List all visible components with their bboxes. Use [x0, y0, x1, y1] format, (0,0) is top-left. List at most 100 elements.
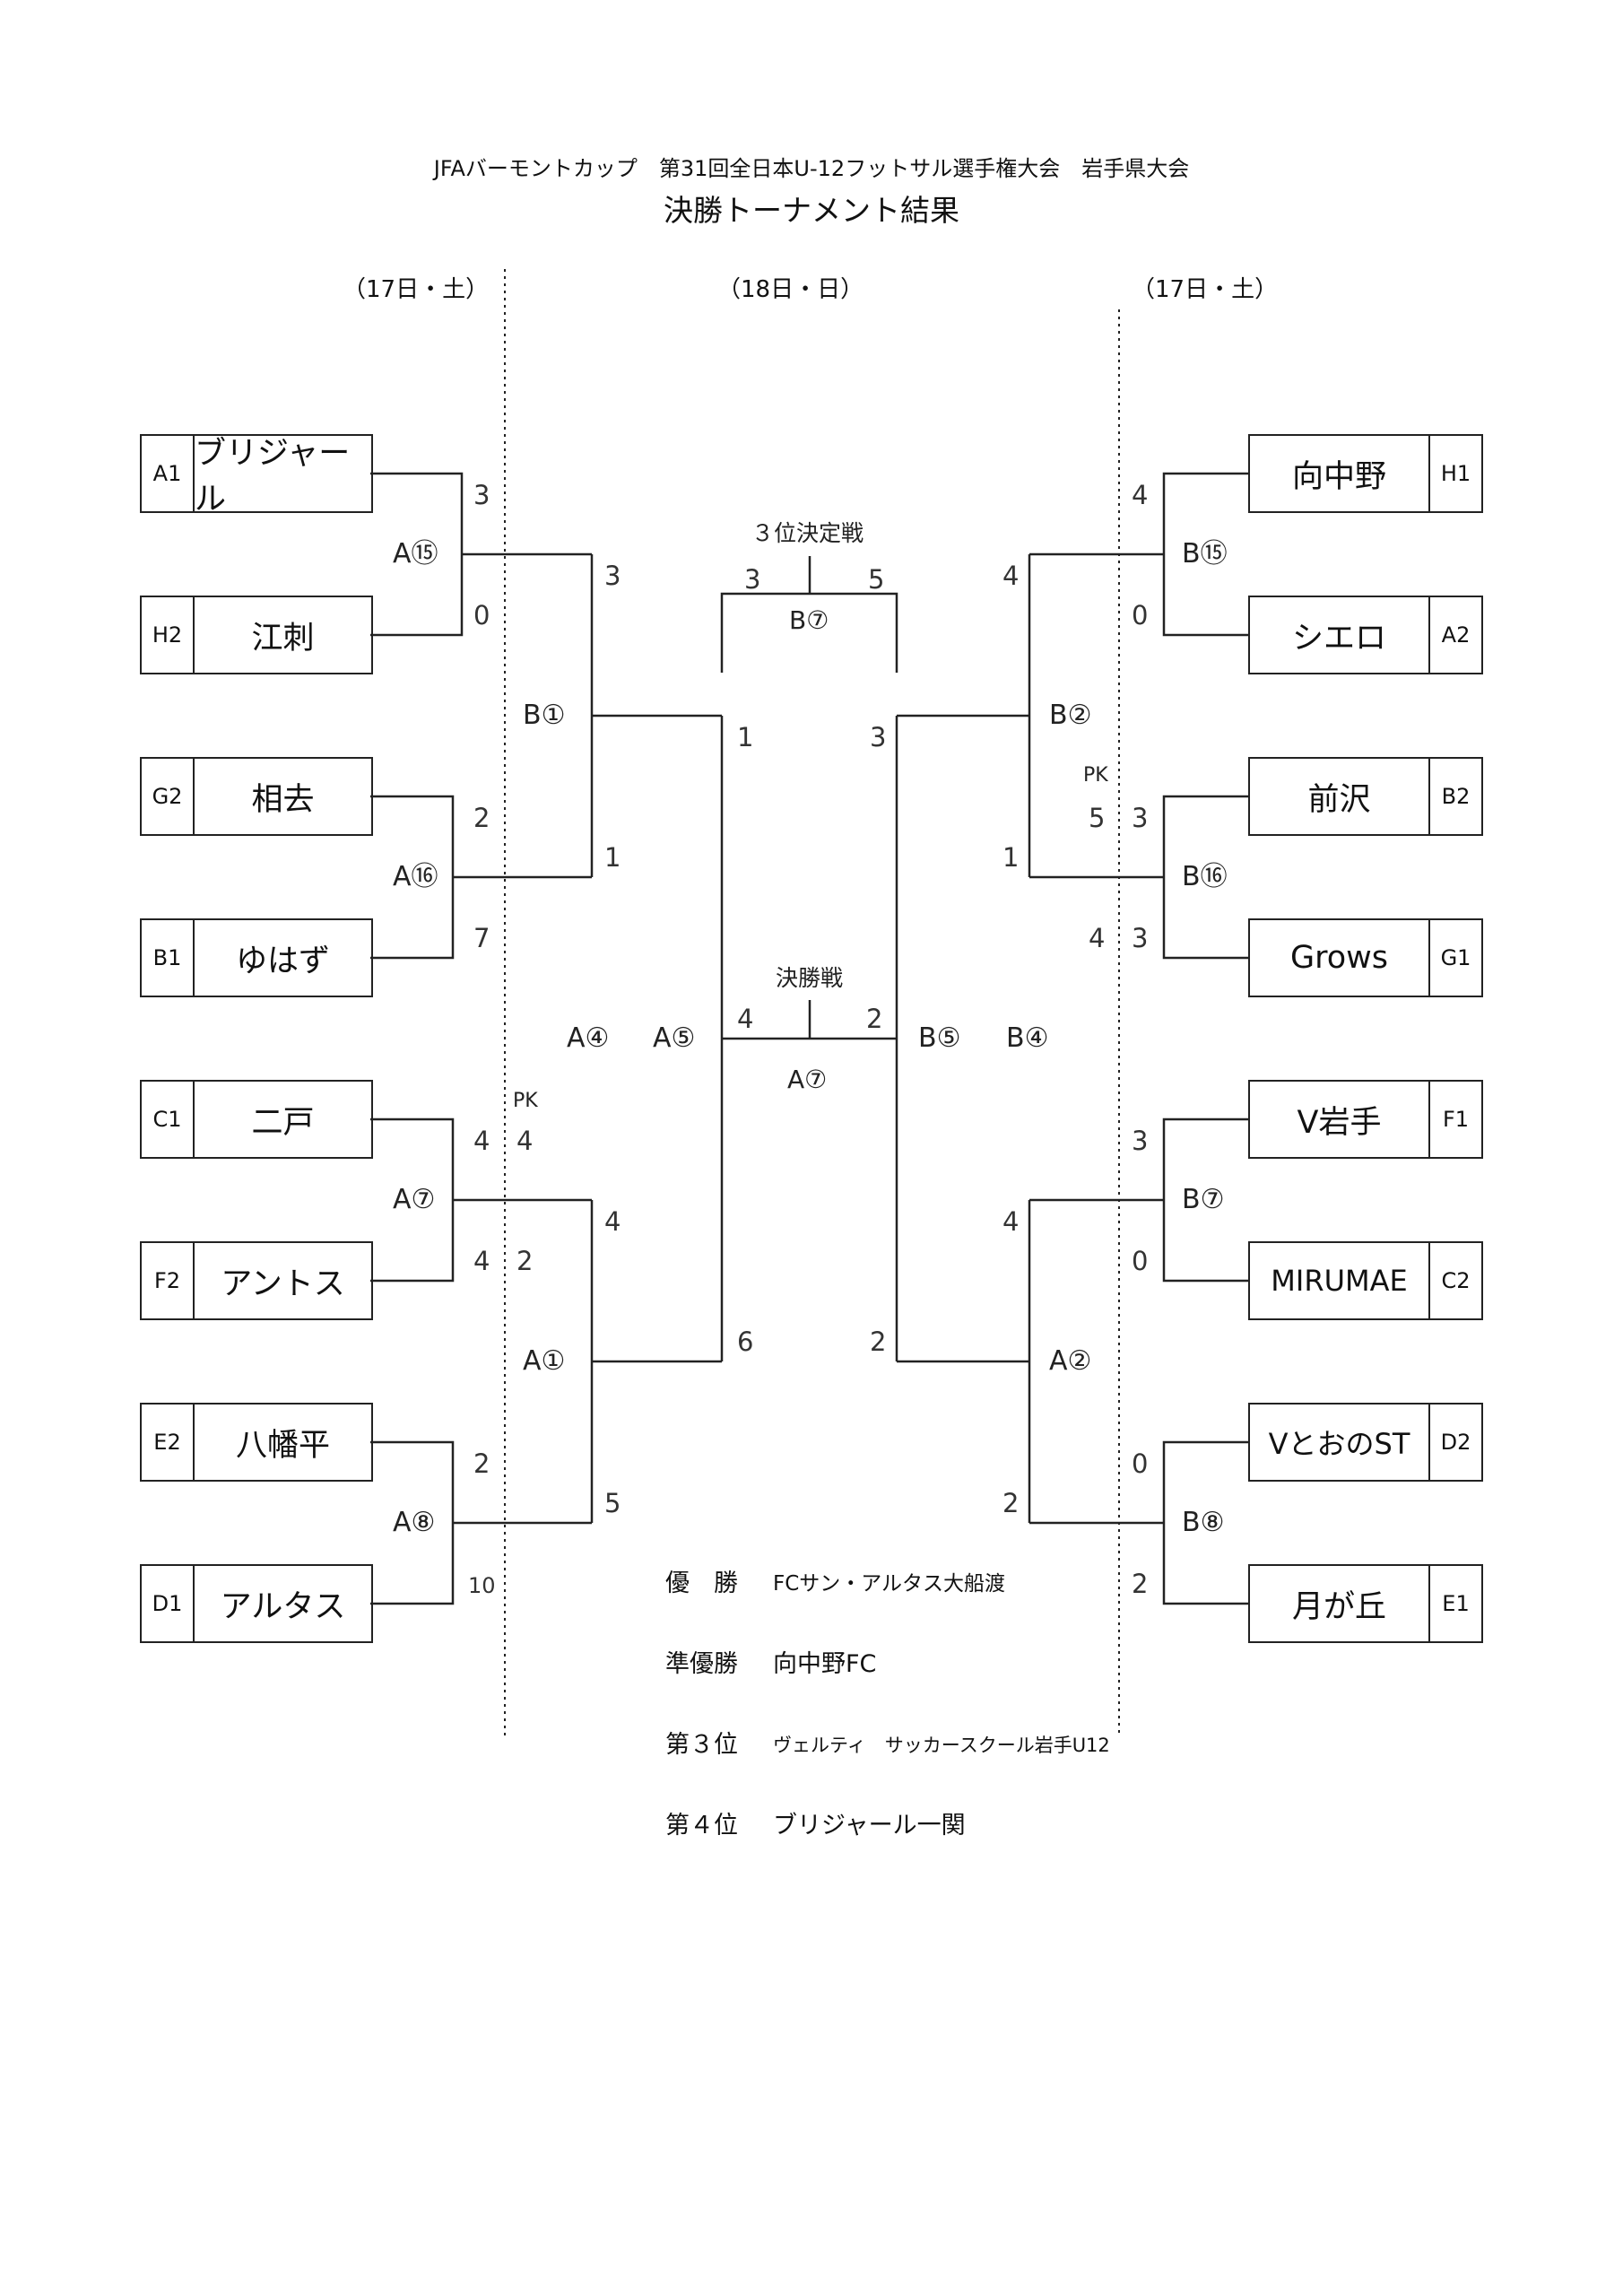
- score: 0: [473, 600, 490, 631]
- final-score-right: 2: [866, 1004, 883, 1034]
- team-left-5: C1 二戸: [140, 1080, 373, 1159]
- final-header: 決勝戦: [776, 965, 844, 991]
- score: 3: [1132, 923, 1149, 953]
- match-label-a8: A⑧: [393, 1507, 436, 1538]
- match-label-a7: A⑦: [393, 1184, 436, 1215]
- result-rank-3: 第３位: [665, 1731, 738, 1759]
- team-code: A1: [142, 436, 195, 511]
- team-code: A2: [1428, 597, 1481, 673]
- score: 3: [1132, 803, 1149, 833]
- tournament-subtitle: 決勝トーナメント結果: [664, 193, 959, 228]
- team-code: H2: [142, 597, 195, 673]
- team-right-7: VとおのST D2: [1248, 1403, 1483, 1482]
- team-code: H1: [1428, 436, 1481, 511]
- team-code: F2: [142, 1243, 195, 1318]
- tournament-title: JFAバーモントカップ 第31回全日本U-12フットサル選手権大会 岩手県大会: [433, 156, 1190, 181]
- match-label-a5: A⑤: [653, 1022, 696, 1054]
- result-rank-1: 優 勝: [665, 1570, 738, 1597]
- final-match-label: A⑦: [787, 1065, 828, 1094]
- team-code: E2: [142, 1405, 195, 1480]
- score: 6: [737, 1326, 754, 1357]
- score: 1: [737, 722, 754, 752]
- team-code: F1: [1428, 1082, 1481, 1157]
- score: 3: [870, 722, 887, 752]
- match-label-a4: A④: [567, 1022, 610, 1054]
- team-code: G2: [142, 759, 195, 834]
- team-name: V岩手: [1297, 1104, 1382, 1141]
- team-code: C1: [142, 1082, 195, 1157]
- score: 10: [468, 1573, 496, 1598]
- day-center: （18日・日）: [717, 276, 864, 303]
- third-place-header: ３位決定戦: [751, 520, 864, 546]
- match-label-a16: A⑯: [393, 861, 438, 892]
- team-right-1: 向中野 H1: [1248, 434, 1483, 513]
- score: 1: [604, 842, 621, 873]
- team-right-4: Grows G1: [1248, 918, 1483, 997]
- team-name: 相去: [251, 781, 315, 818]
- team-code: B2: [1428, 759, 1481, 834]
- team-name: 前沢: [1307, 781, 1371, 818]
- team-code: C2: [1428, 1243, 1481, 1318]
- match-label-b5: B⑤: [918, 1022, 961, 1054]
- team-name: 江刺: [251, 620, 315, 657]
- final-score-left: 4: [737, 1004, 754, 1034]
- team-right-3: 前沢 B2: [1248, 757, 1483, 836]
- team-code: E1: [1428, 1566, 1481, 1641]
- score: 0: [1132, 1448, 1149, 1479]
- score-pk: 4: [1089, 923, 1106, 953]
- team-code: G1: [1428, 920, 1481, 996]
- score: 3: [1132, 1126, 1149, 1156]
- team-left-2: H2 江刺: [140, 596, 373, 674]
- score: 4: [1002, 1206, 1020, 1237]
- team-left-1: A1 ブリジャール: [140, 434, 373, 517]
- pk-marker-right: PK: [1083, 764, 1108, 787]
- team-right-8: 月が丘 E1: [1248, 1564, 1483, 1643]
- score: 2: [870, 1326, 887, 1357]
- score-pk: 5: [1089, 803, 1106, 833]
- result-team-4: ブリジャール一関: [773, 1812, 966, 1839]
- score: 2: [473, 803, 490, 833]
- match-label-a2: A②: [1049, 1345, 1092, 1377]
- match-label-b8: B⑧: [1182, 1507, 1225, 1538]
- score: 4: [1002, 561, 1020, 591]
- team-left-4: B1 ゆはず: [140, 918, 373, 997]
- score: 2: [473, 1448, 490, 1479]
- match-label-b16: B⑯: [1182, 861, 1228, 892]
- match-label-b15: B⑮: [1182, 538, 1228, 570]
- team-right-6: MIRUMAE C2: [1248, 1241, 1483, 1320]
- third-score-right: 5: [868, 564, 885, 595]
- result-rank-4: 第４位: [665, 1812, 738, 1839]
- team-name: シエロ: [1291, 620, 1386, 657]
- team-left-8: D1 アルタス: [140, 1564, 373, 1643]
- score: 4: [1132, 480, 1149, 510]
- result-team-2: 向中野FC: [773, 1650, 877, 1678]
- team-code: B1: [142, 920, 195, 996]
- score: 4: [604, 1206, 621, 1237]
- team-left-7: E2 八幡平: [140, 1403, 373, 1482]
- score: 5: [604, 1488, 621, 1518]
- match-label-b2: B②: [1049, 700, 1092, 731]
- team-name: ブリジャール: [195, 436, 351, 517]
- team-left-6: F2 アントス: [140, 1241, 373, 1320]
- score: 2: [1132, 1569, 1149, 1599]
- team-name: アントス: [221, 1265, 345, 1302]
- score: 1: [1002, 842, 1020, 873]
- day-right: （17日・土）: [1132, 276, 1279, 303]
- team-name: 二戸: [251, 1104, 315, 1141]
- day-left: （17日・土）: [343, 276, 490, 303]
- team-name: ゆはず: [235, 943, 330, 979]
- result-team-3: ヴェルティ サッカースクール岩手U12: [773, 1735, 1110, 1756]
- match-label-b7: B⑦: [1182, 1184, 1225, 1215]
- team-name: MIRUMAE: [1271, 1264, 1408, 1298]
- team-left-3: G2 相去: [140, 757, 373, 836]
- score-pk: 2: [516, 1246, 534, 1276]
- team-right-2: シエロ A2: [1248, 596, 1483, 674]
- team-name: 向中野: [1291, 458, 1386, 495]
- pk-marker-left: PK: [513, 1090, 538, 1112]
- team-name: 月が丘: [1291, 1588, 1386, 1625]
- result-team-1: FCサン・アルタス大船渡: [773, 1572, 1006, 1596]
- score-pk: 4: [516, 1126, 534, 1156]
- score: 7: [473, 923, 490, 953]
- score: 3: [473, 480, 490, 510]
- result-rank-2: 準優勝: [665, 1650, 738, 1678]
